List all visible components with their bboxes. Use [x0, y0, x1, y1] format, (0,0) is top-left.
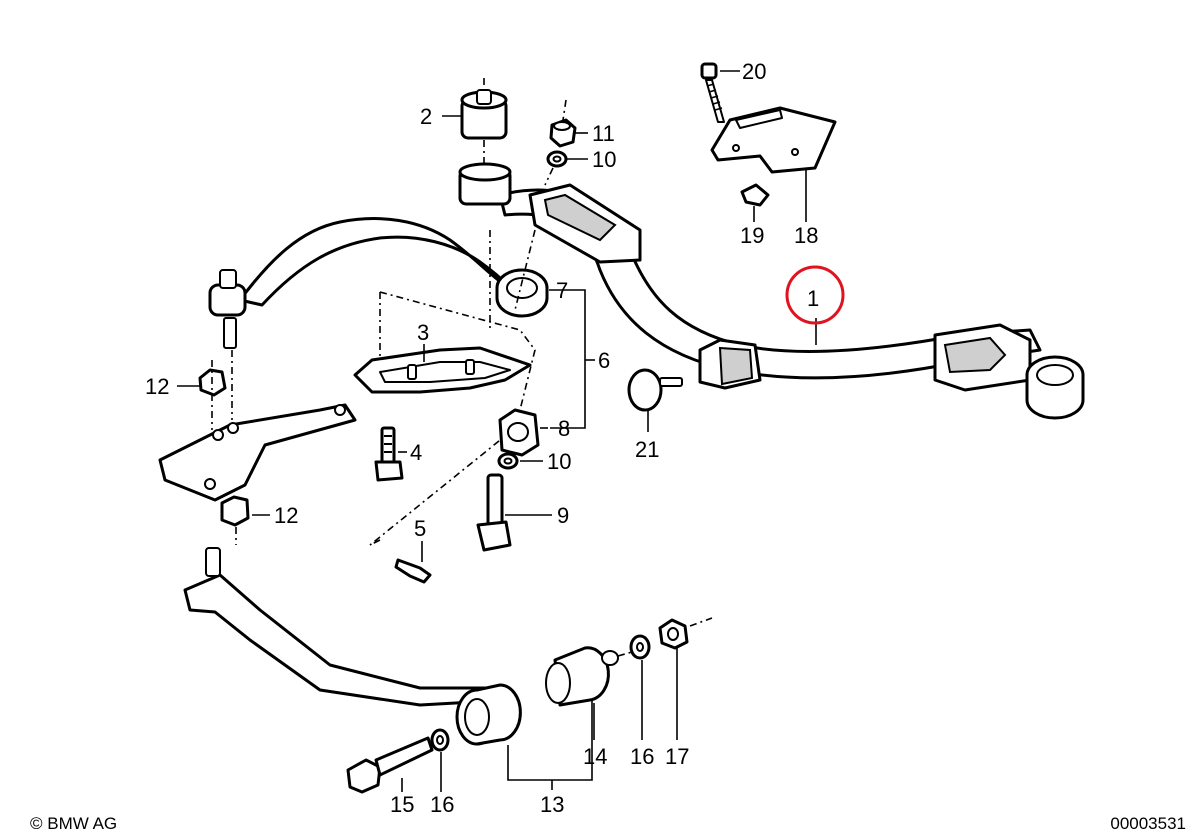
part-20-screw	[700, 62, 725, 123]
document-number: 00003531	[1110, 814, 1186, 833]
callout-labels: 1 2 3 4 5 6 7 8 9 10 10 11 12 12 13 14 1…	[145, 59, 819, 817]
callout-18: 18	[794, 223, 818, 248]
part-8-bushing	[498, 408, 540, 457]
part-12-nut-upper	[198, 360, 227, 430]
part-17-nut	[658, 617, 713, 650]
part-4-bolt	[374, 426, 404, 482]
lower-control-arm	[183, 547, 512, 707]
callout-21: 21	[635, 437, 659, 462]
part-21-stop-buffer	[627, 368, 683, 412]
callout-1: 1	[807, 286, 819, 311]
callout-12-upper: 12	[145, 374, 169, 399]
part-15-bolt	[346, 736, 434, 794]
callout-19: 19	[740, 223, 764, 248]
callout-16-left: 16	[430, 792, 454, 817]
part-2-bushing	[460, 78, 508, 168]
part-7-bushing-ring	[495, 268, 549, 318]
callout-6: 6	[598, 348, 610, 373]
bar-mount-bracket	[528, 183, 642, 264]
copyright-text: © BMW AG	[30, 814, 118, 833]
callout-2: 2	[420, 104, 432, 129]
callout-4: 4	[410, 440, 422, 465]
part-16-washer-right	[629, 634, 651, 660]
part-10-washer-lower	[497, 452, 519, 470]
part-14-bushing	[545, 646, 633, 707]
part-16-washer-left	[430, 728, 450, 752]
part-5-small-bolt	[394, 558, 432, 584]
part-13-bushing	[455, 683, 522, 746]
callout-20: 20	[742, 59, 766, 84]
callout-8: 8	[558, 416, 570, 441]
part-12-nut-lower	[220, 495, 250, 545]
part-3-mounting-plate	[353, 346, 532, 394]
callout-14: 14	[583, 744, 607, 769]
callout-10-lower: 10	[547, 449, 571, 474]
upper-ball-joint	[208, 269, 247, 420]
callout-10-upper: 10	[592, 147, 616, 172]
part-18-shield-plate	[710, 106, 837, 174]
callout-5: 5	[414, 516, 426, 541]
callout-17: 17	[665, 744, 689, 769]
part-11-nut-upper	[549, 99, 577, 148]
callout-3: 3	[417, 320, 429, 345]
upper-control-arm	[158, 403, 357, 502]
bar-end-mount	[933, 323, 1085, 420]
part-19-clip	[740, 183, 770, 207]
callout-15: 15	[390, 792, 414, 817]
front-bushing-clamp	[458, 162, 512, 206]
callout-9: 9	[557, 503, 569, 528]
callout-7: 7	[556, 278, 568, 303]
stabilizer-bar	[238, 188, 1042, 380]
callout-13: 13	[540, 792, 564, 817]
callout-16-right: 16	[630, 744, 654, 769]
part-10-washer-upper	[544, 150, 568, 186]
callout-11: 11	[592, 121, 615, 146]
part-9-long-bolt	[476, 473, 512, 552]
highlight-circle	[785, 265, 845, 325]
assembly-guide-lines	[369, 229, 536, 546]
callout-12-lower: 12	[274, 503, 298, 528]
leader-lines	[177, 70, 817, 792]
bar-clamp-block	[698, 338, 762, 390]
